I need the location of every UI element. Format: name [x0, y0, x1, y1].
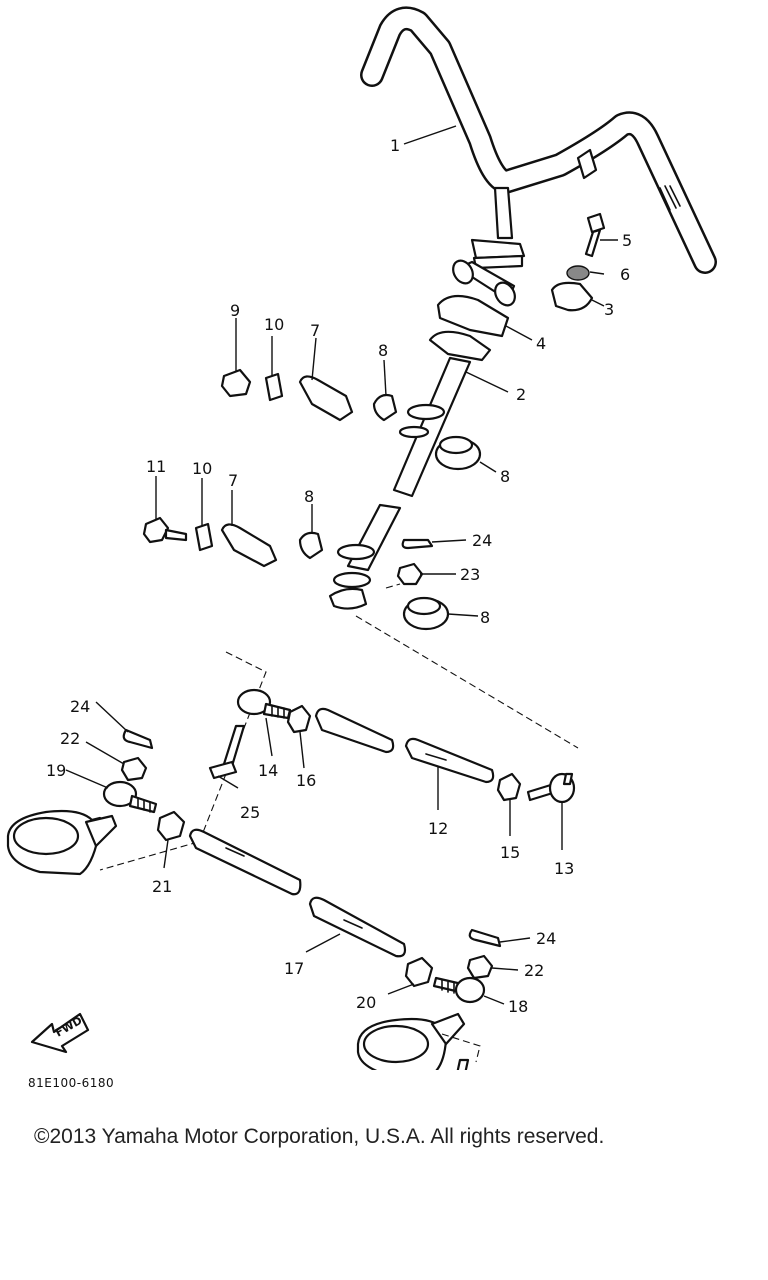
tie-rod-end-14 [236, 688, 292, 720]
callout-24-b: 24 [70, 697, 90, 716]
holder-3 [550, 281, 594, 312]
callout-22-b: 22 [524, 961, 544, 980]
callout-24-a: 24 [472, 531, 492, 550]
locknut-16 [286, 704, 312, 734]
steering-column [328, 330, 492, 610]
washer-6 [566, 265, 590, 281]
steering-parts-diagram: FWD 1 [6, 6, 717, 1070]
callout-18: 18 [508, 997, 528, 1016]
callout-16: 16 [296, 771, 316, 790]
handlebar [360, 6, 717, 274]
cotter-pin-24-b [122, 728, 154, 750]
tie-rod-12 [404, 737, 495, 784]
callout-13: 13 [554, 859, 574, 878]
copyright-notice: ©2013 Yamaha Motor Corporation, U.S.A. A… [34, 1125, 605, 1148]
cotter-pin-24-c [468, 928, 502, 948]
nut-22-a [120, 756, 148, 782]
callout-7-a: 7 [310, 321, 320, 340]
callout-12: 12 [428, 819, 448, 838]
callout-21: 21 [152, 877, 172, 896]
knuckle-left [6, 809, 118, 876]
bushing-half-8-a [372, 393, 398, 422]
bolt-11 [142, 516, 188, 544]
bolt-25 [208, 724, 246, 780]
callout-22-a: 22 [60, 729, 80, 748]
callout-19: 19 [46, 761, 66, 780]
callout-23: 23 [460, 565, 480, 584]
tie-rod-end-19 [102, 780, 158, 814]
callout-8-c: 8 [304, 487, 314, 506]
leader-lines [65, 125, 618, 1005]
bolt-26 [456, 1058, 470, 1070]
holder-4 [436, 294, 510, 338]
callout-14: 14 [258, 761, 278, 780]
callout-24-c: 24 [536, 929, 556, 948]
tie-rod-end-18 [432, 976, 486, 1004]
callout-5: 5 [622, 231, 632, 250]
washer-10-a [264, 372, 284, 402]
callout-6: 6 [620, 265, 630, 284]
nut-21 [156, 810, 186, 842]
fwd-arrow-icon: FWD [30, 1012, 90, 1054]
callout-4: 4 [536, 334, 546, 353]
cotter-pin-24-a [401, 538, 434, 550]
bolt-5 [584, 212, 606, 258]
callout-8-b: 8 [500, 467, 510, 486]
callout-labels: 1 2 3 4 5 6 7 8 9 10 8 11 10 7 8 24 23 8… [46, 136, 632, 1016]
tie-rod-17 [308, 896, 407, 958]
callout-17: 17 [284, 959, 304, 978]
tie-rod-sleeve-a [314, 707, 395, 754]
bushing-8-b [402, 596, 450, 631]
callout-8-a: 8 [378, 341, 388, 360]
callout-20: 20 [356, 993, 376, 1012]
bushing-8-a [434, 435, 482, 471]
tie-rod-end-13 [526, 772, 576, 804]
tie-rod-sleeve-b [188, 828, 302, 896]
bracket-7-a [298, 375, 354, 422]
callout-1: 1 [390, 136, 400, 155]
callout-25: 25 [240, 803, 260, 822]
drawing-code: 81E100-6180 [28, 1076, 115, 1090]
washer-10-b [194, 522, 214, 552]
locknut-15 [496, 772, 522, 802]
callout-15: 15 [500, 843, 520, 862]
handlebar-upper-mount [452, 238, 526, 307]
callout-10-a: 10 [264, 315, 284, 334]
bushing-half-8-b [298, 531, 324, 560]
callout-9: 9 [230, 301, 240, 320]
callout-7-b: 7 [228, 471, 238, 490]
nut-23 [396, 562, 424, 586]
bracket-7-b [220, 523, 278, 568]
callout-2: 2 [516, 385, 526, 404]
callout-11: 11 [146, 457, 166, 476]
callout-3: 3 [604, 300, 614, 319]
nut-22-b [466, 954, 494, 980]
callout-10-b: 10 [192, 459, 212, 478]
nut-20 [404, 956, 434, 988]
callout-8-d: 8 [480, 608, 490, 627]
knuckle-right [356, 1012, 481, 1070]
nut-9 [220, 368, 252, 398]
